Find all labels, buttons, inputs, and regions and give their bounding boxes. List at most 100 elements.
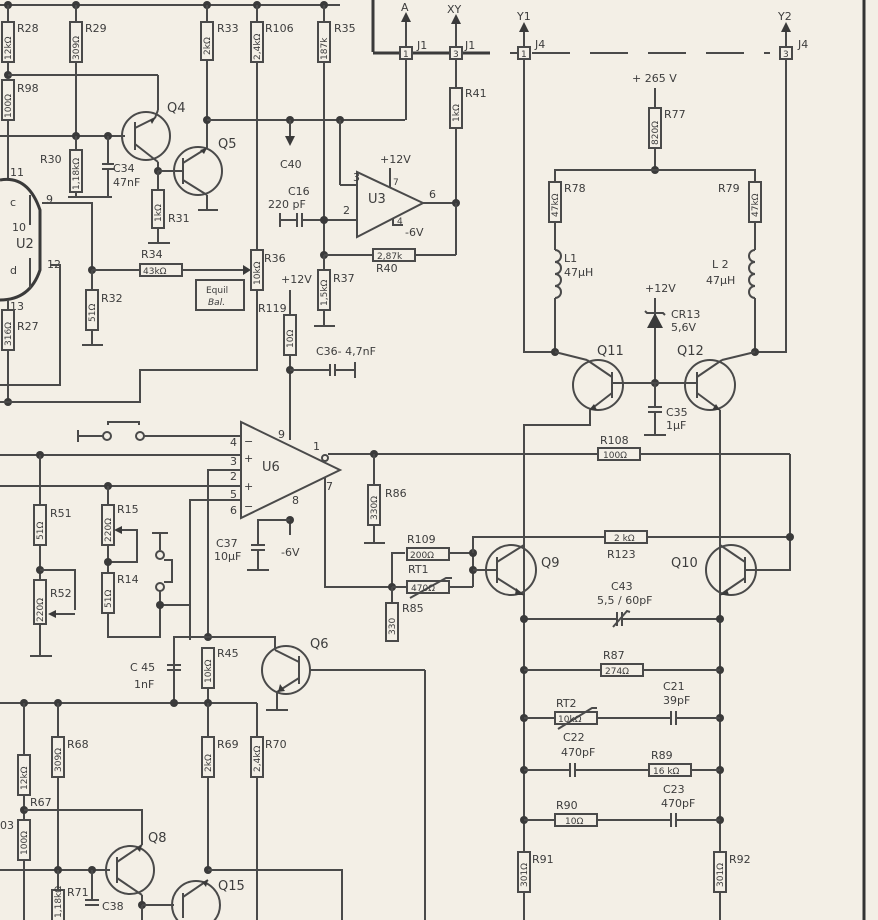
pin-label: 1 [403,50,409,60]
resistor-r90[interactable]: R90 10Ω [524,799,671,827]
resistor-r45[interactable]: R45 10kΩ [201,647,239,700]
ref-label: R90 [556,799,578,812]
capacitor-c34[interactable]: C34 47nF [102,136,140,197]
svg-text:−: − [244,435,253,448]
ref-label: R31 [168,212,190,225]
connector-j1-pin1[interactable]: 1 A J1 [399,1,427,120]
switch-s1[interactable] [77,421,241,442]
resistor-r27[interactable]: R27 316Ω [1,300,39,402]
capacitor-c37[interactable]: C37 10µF [214,519,290,571]
resistor-r14[interactable]: R14 51Ω [101,572,161,638]
value-label: 330 [388,618,398,635]
ref-label: R89 [651,749,673,762]
ref-label: R98 [17,82,39,95]
resistor-r123[interactable]: 2 kΩ R123 [604,530,790,561]
potentiometer-r15[interactable]: R15 220Ω [101,486,139,573]
resistor-r86[interactable]: R86 330Ω [364,454,407,544]
capacitor-c16[interactable]: C16 220 pF [268,185,357,227]
resistor-r79[interactable]: R79 47kΩ [718,181,762,250]
transistor-q6[interactable]: Q6 [261,637,426,920]
resistor-r109[interactable]: R109 200Ω [406,533,473,561]
resistor-r29[interactable]: R29 309Ω [69,5,107,135]
resistor-r85[interactable]: R85 330 [385,587,424,642]
signal-label: XY [447,3,462,16]
capacitor-c38[interactable]: C38 [85,870,124,913]
resistor-r87[interactable]: R87 274Ω [524,649,720,677]
connector-j1-pin3[interactable]: 3 XY J1 [447,3,475,60]
pin-label: 11 [10,166,24,179]
ic-u2[interactable]: 11 9 10 12 13 c d U2 [0,166,61,313]
capacitor-c45[interactable]: C 45 1nF [130,661,181,691]
resistor-r28[interactable]: R28 12kΩ [1,5,39,75]
supply-label: -6V [405,226,424,239]
resistor-r41[interactable]: R41 1kΩ [449,59,487,203]
capacitor-c36[interactable]: C36- 4,7nF [290,345,376,378]
resistor-r108[interactable]: R108 100Ω [597,434,641,461]
value-label: 39pF [663,694,690,707]
connector-j4-pin1[interactable]: 1 Y1 J4 [510,10,545,60]
connector-j4-pin3[interactable]: 3 Y2 J4 [777,10,808,60]
ref-label: R109 [407,533,436,546]
resistor-r67[interactable]: R67 12kΩ [17,703,52,920]
value-label: 1µF [666,419,686,432]
potentiometer-r52[interactable]: R52 220Ω [30,579,75,657]
resistor-r40[interactable]: 2,87k R40 [324,248,456,275]
resistor-r89[interactable]: R89 16 kΩ [648,749,720,777]
junction-dot [156,601,164,609]
capacitor-c35[interactable]: C35 1µF [644,383,688,436]
resistor-r106[interactable]: R106 2,4kΩ [250,5,294,250]
zener-diode-cr13[interactable]: +12V CR13 5,6V [644,282,700,383]
inductor-l1[interactable]: L1 47µH [554,249,593,352]
wire [173,636,276,700]
resistor-r69[interactable]: R69 2kΩ [201,703,239,870]
capacitor-c22[interactable]: C22 470pF [524,731,649,777]
resistor-r30[interactable]: R30 1,18kΩ [40,136,112,198]
resistor-r34[interactable]: R34 43kΩ [92,248,251,277]
resistor-r71[interactable]: R71 1,18kΩ [51,870,89,920]
wire [0,264,61,386]
resistor-r32[interactable]: R32 51Ω [82,270,123,346]
thermistor-rt2[interactable]: RT2 10kΩ [524,697,671,730]
value-label: 274Ω [605,667,629,677]
resistor-r92[interactable]: R92 301Ω [713,851,751,893]
value-label: 100Ω [4,94,14,118]
resistor-r33[interactable]: R33 2kΩ [200,5,239,148]
thermistor-rt1[interactable]: RT1 470Ω [392,563,473,599]
resistor-r68[interactable]: R68 309Ω [51,703,89,890]
resistor-r98[interactable]: R98 100Ω [1,79,39,180]
resistor-r119[interactable]: +12V R119 10Ω [258,273,312,440]
transistor-q15[interactable]: Q15 [171,879,245,920]
transistor-q12[interactable]: Q12 [655,344,756,920]
transistor-q5[interactable]: Q5 [173,137,237,211]
opamp-u3[interactable]: 3 2 U3 7 +12V 4 -6V 6 [343,153,436,239]
capacitor-c23[interactable]: C23 470pF [661,783,720,827]
resistor-r78[interactable]: R78 47kΩ [548,181,586,250]
transistor-q4[interactable]: Q4 [121,101,186,171]
value-label: 47kΩ [551,193,561,217]
pin-label: 2 [230,470,237,483]
transistor-q8[interactable]: Q8 [105,831,167,905]
ref-label: J4 [797,38,808,51]
switch-s2[interactable] [152,532,190,606]
resistor-r51[interactable]: R51 51Ω [33,455,72,580]
resistor-r70[interactable]: R70 2,4kΩ [250,736,287,920]
ref-label: R30 [40,153,62,166]
capacitor-c21[interactable]: C21 39pF [663,680,720,725]
resistor-r37[interactable]: R37 1,5kΩ [314,255,355,327]
resistor-r77[interactable]: + 265 V R77 820Ω [632,72,686,170]
potentiometer-r36[interactable]: R36 10kΩ [250,249,286,291]
inductor-l2[interactable]: L 2 47µH [706,249,756,352]
wire [40,569,76,610]
transistor-q9[interactable]: Q9 [473,544,560,596]
resistor-r35[interactable]: R35 187k [317,5,356,270]
value-label: 309Ω [72,36,82,60]
transistor-q10[interactable]: Q10 [671,544,757,596]
resistor-r103[interactable]: 03 100Ω [0,819,31,861]
wire [208,869,343,920]
resistor-r31[interactable]: R31 1kΩ [148,171,190,244]
signal-label: Y2 [777,10,792,23]
transistor-q11[interactable]: Q11 [523,344,655,920]
trimmer-capacitor-c43[interactable]: C43 5,5 / 60pF [524,580,720,628]
opamp-u6[interactable]: 4 3 2 5 6 9 1 7 8 U6 −+ +− [230,420,343,520]
resistor-r91[interactable]: R91 301Ω [517,851,554,893]
